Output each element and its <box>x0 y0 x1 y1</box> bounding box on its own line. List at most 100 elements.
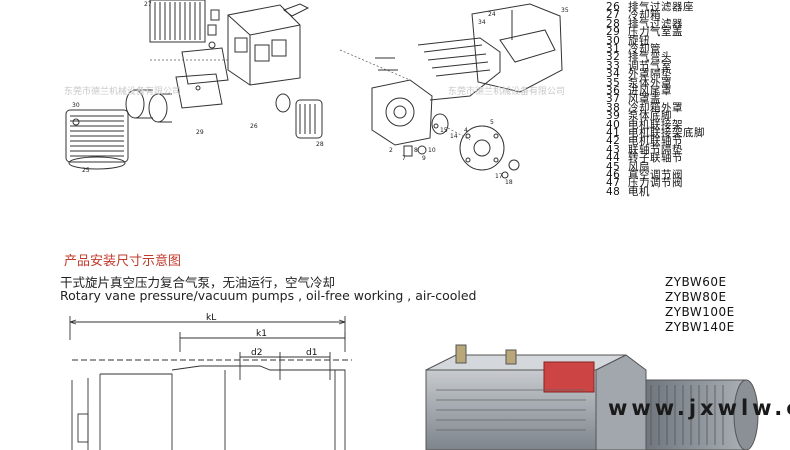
install-dimension-heading: 产品安装尺寸示意图 <box>64 254 182 269</box>
pump-subtitle-cn: 干式旋片真空压力复合气泵，无油运行，空气冷却 <box>60 275 336 290</box>
dim-d2: d2 <box>251 348 262 358</box>
label-9: 9 <box>422 155 426 162</box>
motor <box>645 379 747 450</box>
part-name: 排气过滤器座 <box>628 1 694 13</box>
pump-body <box>371 57 449 146</box>
part-number: 41 <box>606 127 621 139</box>
part-number: 39 <box>606 110 621 123</box>
model-zybw60e: ZYBW60E <box>665 275 727 289</box>
label-18: 18 <box>505 179 513 186</box>
label-14: 14 <box>450 133 458 140</box>
red-label-plate <box>543 361 595 393</box>
label-35: 35 <box>561 7 569 14</box>
parts-list-item: 48 电机 <box>606 185 650 198</box>
model-zybw100e: ZYBW100E <box>665 305 735 319</box>
part-number: 33 <box>606 59 621 72</box>
part-name: 联轴节隔垫 <box>628 143 683 156</box>
part-number: 44 <box>606 152 621 165</box>
pump-outer-shroud <box>471 3 563 93</box>
part-number: 31 <box>606 43 621 55</box>
part-number: 27 <box>606 9 621 22</box>
filter-cartridges <box>125 89 172 123</box>
part-name: 泵体底脚 <box>628 110 672 123</box>
dim-kL: kL <box>206 313 216 323</box>
part-name: 压力气室盖 <box>628 26 683 39</box>
label-5: 5 <box>490 119 494 126</box>
site-watermark: www.jxwlw.cn <box>608 396 790 420</box>
part-number: 42 <box>606 135 621 148</box>
parts-list-item: 28 排气过滤器 <box>606 17 683 30</box>
model-zybw80e: ZYBW80E <box>665 290 727 304</box>
part-number: 38 <box>606 101 621 114</box>
parts-list-item: 44 转子联轴节 <box>606 152 683 165</box>
label-30: 30 <box>72 102 80 109</box>
part-name: 进风尾罩 <box>628 85 672 97</box>
dimension-drawing: kL k1 d2 d1 <box>69 313 352 450</box>
part-name: 电机 <box>628 185 650 198</box>
part-number: 26 <box>606 1 621 13</box>
parts-list-item: 39 泵体底脚 <box>606 110 672 123</box>
part-number: 36 <box>606 85 621 97</box>
dim-k1: k1 <box>256 329 267 339</box>
part-name: 转子联轴节 <box>628 152 683 165</box>
exhaust-filter <box>275 93 323 139</box>
part-name: 旋钮 <box>628 34 650 47</box>
cooler-fin-block <box>149 0 206 43</box>
part-number: 30 <box>606 34 621 47</box>
label-17: 17 <box>495 173 503 180</box>
fan-guard <box>65 109 129 170</box>
parts-list-item: 31 冷却管 <box>606 43 661 55</box>
parts-list-item: 33 调节气室 <box>606 59 672 72</box>
label-8: 8 <box>414 147 418 154</box>
parts-list-item: 30 旋钮 <box>606 34 650 47</box>
part-number: 37 <box>606 93 621 106</box>
parts-list-item: 43 联轴节隔垫 <box>606 143 683 156</box>
parts-list-item: 40 电机联接架 <box>606 118 683 131</box>
part-number: 35 <box>606 76 621 89</box>
parts-list-item: 46 真空调节阀 <box>606 169 683 181</box>
parts-list-item: 29 压力气室盖 <box>606 26 683 39</box>
label-10: 10 <box>428 147 436 154</box>
parts-list-item: 36 进风尾罩 <box>606 85 672 97</box>
part-name: 真空调节阀 <box>628 169 683 181</box>
faint-watermark-left: 东莞市德兰机械设备有限公司 <box>64 87 182 97</box>
dim-d1: d1 <box>306 348 317 358</box>
parts-list-item: 26 排气过滤器座 <box>606 1 694 13</box>
exploded-parts-diagram: 27 35 34 24 26 29 28 30 25 15 4 14 5 17 … <box>65 0 569 186</box>
label-24: 24 <box>488 11 496 18</box>
model-zybw140e: ZYBW140E <box>665 320 735 334</box>
part-name: 冷却箱外罩 <box>628 101 683 114</box>
parts-list-item: 41 电机联接架底脚 <box>606 127 705 139</box>
pump-subtitle-en: Rotary vane pressure/vacuum pumps , oil-… <box>60 288 477 303</box>
part-name: 电机联接架 <box>628 118 683 131</box>
parts-list-item: 37 风罩盖 <box>606 93 661 106</box>
label-26: 26 <box>250 123 258 130</box>
part-name: 风扇 <box>628 160 650 173</box>
part-number: 48 <box>606 185 621 198</box>
part-number: 47 <box>606 177 621 190</box>
label-4: 4 <box>464 127 468 134</box>
part-name: 调节气室 <box>628 59 672 72</box>
part-number: 46 <box>606 169 621 181</box>
parts-list-item: 38 冷却箱外罩 <box>606 101 683 114</box>
part-number: 29 <box>606 26 621 39</box>
part-name: 电机联接架底脚 <box>628 127 705 139</box>
label-7: 7 <box>402 155 406 162</box>
part-number: 43 <box>606 143 621 156</box>
part-number: 28 <box>606 17 621 30</box>
part-number: 34 <box>606 68 621 81</box>
label-34: 34 <box>478 19 486 26</box>
pump-product-photo <box>425 344 759 450</box>
part-number: 40 <box>606 118 621 131</box>
part-name: 风罩盖 <box>628 93 661 106</box>
label-28: 28 <box>316 141 324 148</box>
part-name: 排气过滤器 <box>628 17 683 30</box>
part-name: 冷却管 <box>628 43 661 55</box>
